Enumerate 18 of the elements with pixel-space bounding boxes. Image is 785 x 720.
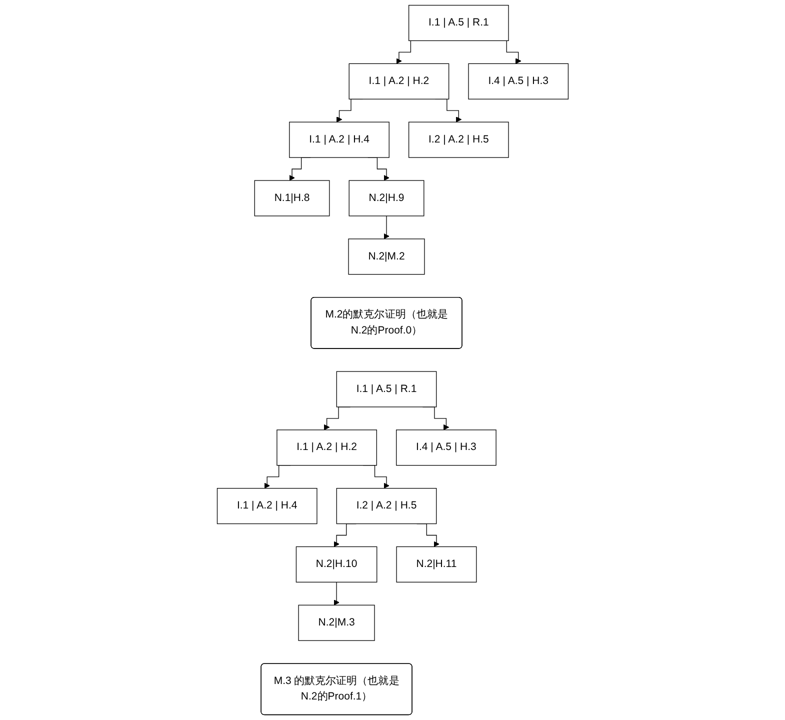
node-box: I.1 | A.5 | R.1 [336, 371, 436, 408]
node-box: N.2|H.10 [296, 546, 377, 582]
arrow [333, 582, 340, 606]
node-box: I.2 | A.2 | H.5 [336, 488, 436, 524]
node-box: I.1 | A.2 | H.4 [288, 122, 390, 158]
node-box: N.2|H.9 [348, 180, 424, 216]
node-box: N.2|M.2 [348, 238, 425, 275]
arrow [383, 216, 390, 240]
node-box: I.2 | A.2 | H.5 [408, 122, 509, 158]
node-box: N.1|H.8 [254, 180, 330, 216]
node-box: I.1 | A.2 | H.4 [216, 488, 318, 524]
node-box: I.4 | A.5 | H.3 [468, 63, 568, 100]
node-box: I.4 | A.5 | H.3 [396, 430, 496, 466]
node-box: I.1 | A.2 | H.2 [276, 430, 377, 466]
node-box: I.1 | A.5 | R.1 [408, 4, 509, 42]
node-box: N.2|M.3 [298, 604, 375, 641]
node-box: N.2|H.11 [396, 546, 476, 582]
node-box: I.1 | A.2 | H.2 [348, 63, 449, 100]
